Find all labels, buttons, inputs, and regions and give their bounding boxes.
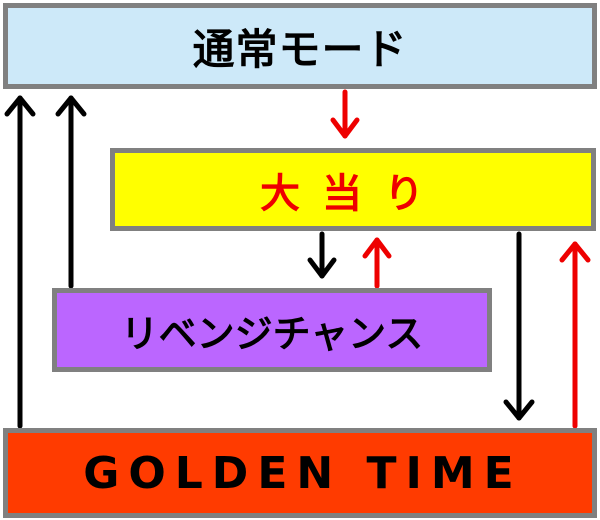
node-normal-mode-label: 通常モード (192, 24, 408, 74)
node-bonus: 大当り (110, 148, 596, 231)
node-normal-mode: 通常モード (3, 3, 597, 89)
arrow-golden-to-normal (4, 95, 36, 429)
arrow-golden-to-bonus (559, 241, 591, 429)
arrow-bonus-to-revenge (307, 231, 337, 279)
node-golden-time: GOLDEN TIME (3, 428, 597, 518)
node-bonus-label: 大当り (260, 170, 446, 217)
node-golden-time-label: GOLDEN TIME (83, 447, 523, 499)
arrow-revenge-to-normal (55, 95, 87, 289)
arrow-revenge-to-bonus (362, 237, 392, 289)
arrow-normal-to-bonus (330, 89, 360, 139)
arrow-bonus-to-golden (503, 231, 535, 421)
node-revenge-chance-label: リベンジチャンス (120, 311, 424, 356)
node-revenge-chance: リベンジチャンス (52, 288, 492, 372)
